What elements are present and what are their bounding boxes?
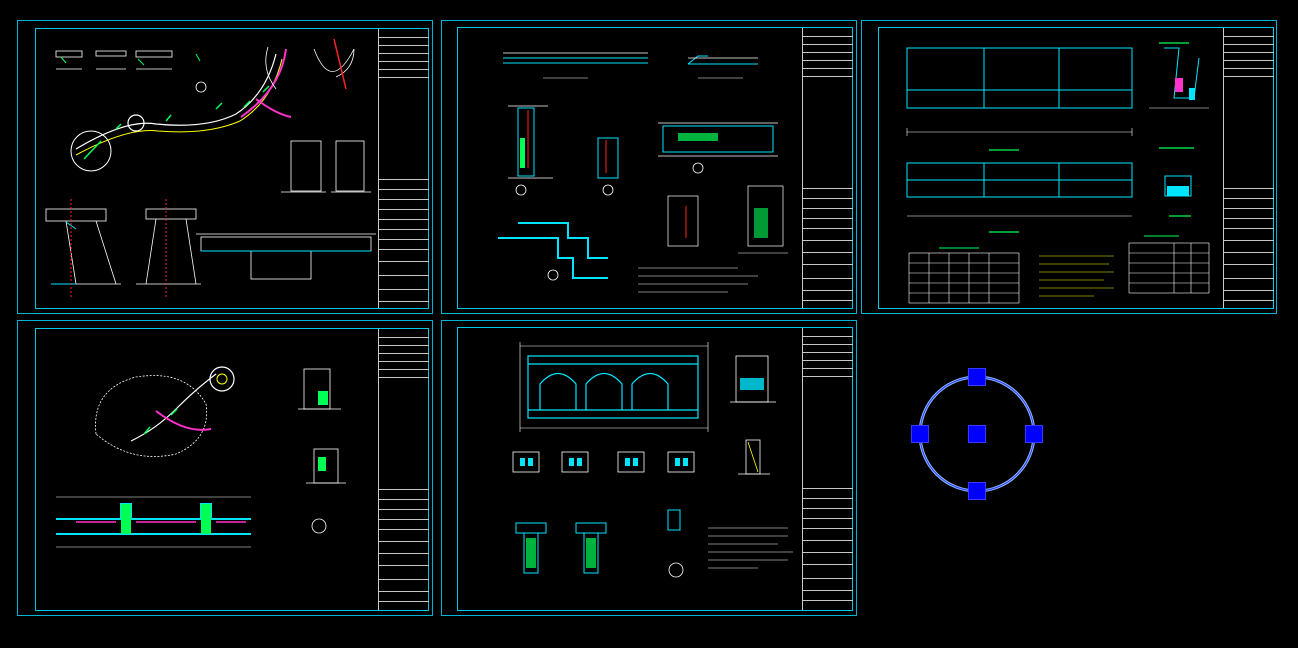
sheet-3-drawing: [906, 42, 1210, 304]
sheet-3-border: [878, 27, 1274, 309]
sheet-5-border: [457, 327, 853, 611]
circle-grip-top[interactable]: [968, 368, 986, 386]
circle-grip-bottom[interactable]: [968, 482, 986, 500]
sheet-1-title-block: [378, 29, 429, 308]
sheet-2-title-block: [802, 28, 853, 308]
drawing-sheet-2[interactable]: [441, 20, 857, 314]
sheet-3-title-block: [1223, 28, 1274, 308]
sheet-5-drawing: [512, 342, 793, 578]
circle-grip-center[interactable]: [968, 425, 986, 443]
sheet-2-border: [457, 27, 853, 309]
sheet-2-drawing: [498, 52, 788, 293]
sheet-4-border: [35, 328, 429, 611]
sheet-4-title-block: [378, 329, 429, 610]
sheet-1-drawing: [45, 38, 376, 299]
drawing-sheet-4[interactable]: [17, 320, 433, 616]
drawing-sheet-3[interactable]: [861, 20, 1277, 314]
drawing-sheet-1[interactable]: [17, 20, 433, 314]
sheet-1-border: [35, 28, 429, 309]
circle-grip-right[interactable]: [1025, 425, 1043, 443]
sheet-5-title-block: [802, 328, 853, 610]
sheet-4-drawing: [56, 366, 346, 548]
drawing-sheet-5[interactable]: [441, 320, 857, 616]
circle-grip-left[interactable]: [911, 425, 929, 443]
